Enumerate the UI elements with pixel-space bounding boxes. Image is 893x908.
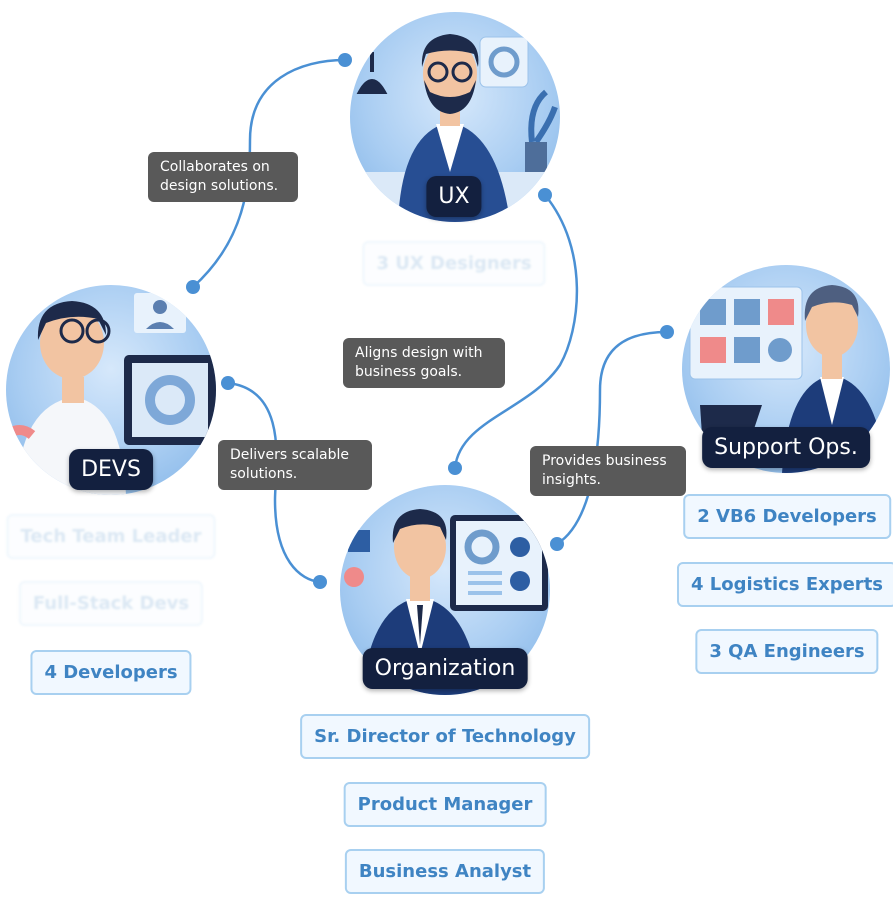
- organization-node: [340, 485, 550, 695]
- connector-ux-org: [453, 194, 579, 469]
- role-chip-vb6-developers: 2 VB6 Developers: [683, 494, 891, 539]
- connector-dot: [448, 461, 462, 475]
- ux-label: UX: [426, 176, 482, 217]
- connector-dot: [221, 376, 235, 390]
- connector-dot: [550, 537, 564, 551]
- connector-org-support: [556, 330, 668, 546]
- connector-dot: [660, 325, 674, 339]
- tooltip-devs-ux: Collaborates on design solutions.: [148, 152, 298, 202]
- tooltip-org-support: Provides business insights.: [530, 446, 686, 496]
- connector-devs-org: [227, 381, 321, 584]
- role-chip-qa-engineers: 3 QA Engineers: [695, 629, 879, 674]
- connector-dot: [338, 53, 352, 67]
- role-chip-product-manager: Product Manager: [343, 782, 547, 827]
- tooltip-devs-org: Delivers scalable solutions.: [218, 440, 372, 490]
- connector-dot: [313, 575, 327, 589]
- role-chip-sr-director: Sr. Director of Technology: [300, 714, 590, 759]
- connector-devs-ux: [192, 58, 346, 288]
- support-ops-label: Support Ops.: [702, 427, 870, 468]
- tooltip-org-ux: Aligns design with business goals.: [343, 338, 505, 388]
- role-chip-ux-designers: 3 UX Designers: [362, 241, 546, 286]
- connector-dot: [538, 188, 552, 202]
- role-chip-developers: 4 Developers: [30, 650, 192, 695]
- role-chip-logistics-experts: 4 Logistics Experts: [676, 562, 893, 607]
- devs-label: DEVS: [69, 449, 153, 490]
- role-chip-full-stack-devs: Full-Stack Devs: [18, 581, 204, 626]
- role-chip-tech-team-leader: Tech Team Leader: [6, 514, 216, 559]
- role-chip-business-analyst: Business Analyst: [344, 849, 546, 894]
- connector-dot: [186, 280, 200, 294]
- organization-label: Organization: [362, 648, 528, 689]
